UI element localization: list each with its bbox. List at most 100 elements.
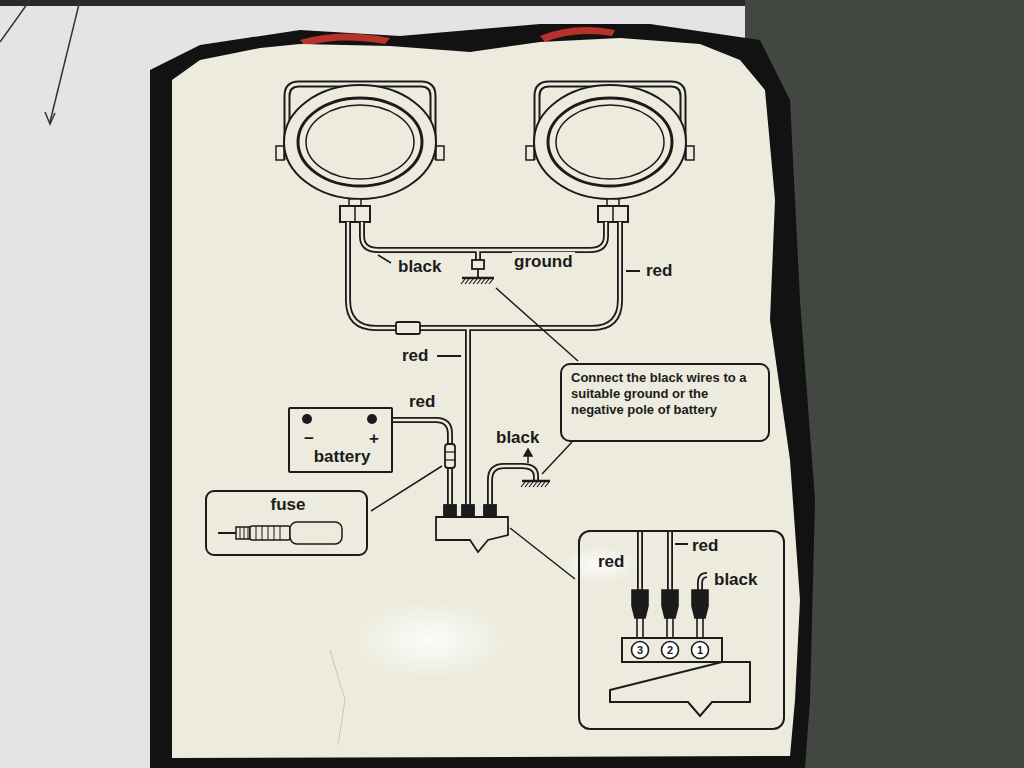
part-label: battery	[314, 447, 371, 467]
switch-detail	[610, 590, 750, 716]
illustration-part	[350, 600, 510, 680]
illustration-part	[669, 532, 671, 590]
illustration-part	[250, 526, 290, 540]
illustration-part	[418, 222, 620, 328]
illustration-part	[667, 532, 673, 590]
illustration-part	[302, 414, 312, 424]
illustration-part	[393, 420, 450, 508]
illustration-part	[354, 206, 356, 222]
callout-box: Connect the black wires to a suitable gr…	[560, 363, 770, 442]
illustration-part	[445, 451, 455, 452]
illustration-part	[484, 505, 496, 518]
illustration-part	[362, 222, 478, 250]
illustration-part	[348, 222, 398, 328]
illustration-part	[172, 38, 800, 758]
illustration-part	[0, 0, 30, 42]
illustration-part	[534, 85, 686, 199]
illustration-part	[461, 279, 493, 284]
illustration-part	[610, 662, 750, 716]
illustration-part	[697, 618, 703, 640]
illustration-part	[526, 146, 534, 160]
illustration-part	[362, 222, 478, 250]
battery-box: −+battery	[288, 407, 393, 473]
illustration-part	[667, 618, 673, 640]
illustration-part	[256, 526, 280, 540]
illustration-part	[284, 85, 436, 199]
rocker-switch	[436, 505, 508, 552]
illustration-part	[637, 618, 643, 640]
illustration-part	[622, 638, 722, 662]
fuse-picture	[218, 522, 342, 544]
illustration-part	[472, 260, 484, 269]
wire-color: red	[400, 346, 430, 366]
illustration-part	[150, 24, 815, 768]
illustration-part	[692, 642, 709, 659]
illustration-part	[306, 105, 414, 179]
illustration-part	[290, 522, 342, 544]
part-label: fuse	[271, 495, 306, 515]
wire-color: red	[644, 261, 674, 281]
wire-color: red	[692, 536, 718, 556]
illustration-part	[548, 98, 672, 186]
illustration-part	[445, 459, 455, 460]
illustration-part	[462, 505, 474, 518]
illustration-part	[522, 480, 550, 483]
illustration-part	[675, 543, 688, 545]
illustration-part	[556, 105, 664, 179]
illustration-part	[330, 650, 345, 745]
illustration-part	[0, 0, 760, 6]
terminal-number: 3	[637, 645, 643, 656]
illustration-part	[240, 527, 248, 539]
terminal-number: 1	[697, 645, 703, 656]
illustration-part	[45, 112, 55, 124]
illustration-part	[626, 270, 640, 272]
battery-terminals	[302, 414, 377, 424]
paper-sheet	[150, 24, 815, 768]
part-label: ground	[512, 252, 575, 272]
illustration-part	[639, 532, 641, 590]
terminal-sign: +	[369, 429, 379, 449]
illustration-part	[662, 590, 678, 618]
illustration-part	[496, 288, 578, 361]
wire-fittings	[396, 260, 550, 487]
illustration-part	[700, 575, 707, 590]
illustration-part	[462, 277, 494, 280]
illustration-part	[477, 269, 479, 278]
wire-color: black	[396, 257, 443, 277]
illustration-part	[50, 0, 80, 122]
illustration-part	[418, 222, 620, 328]
illustration-part	[637, 532, 643, 590]
illustration-part	[632, 642, 649, 659]
illustration-part	[662, 642, 679, 659]
illustration-part	[598, 206, 628, 222]
illustration-part	[467, 328, 469, 508]
illustration-part	[298, 98, 422, 186]
callout-note: Connect the black wires to a suitable gr…	[571, 370, 759, 418]
terminal-number: 2	[667, 645, 673, 656]
illustration-part	[686, 146, 694, 160]
illustration-part	[340, 206, 370, 222]
illustration-part	[560, 545, 640, 585]
illustration-part	[542, 442, 572, 474]
lamp-left	[276, 84, 444, 222]
illustration-part	[276, 146, 284, 160]
illustration-part	[300, 33, 390, 46]
illustration-part	[478, 222, 606, 250]
illustration-part	[436, 146, 444, 160]
illustration-part	[465, 328, 471, 508]
wire-color: red	[598, 552, 624, 572]
illustration-part	[236, 527, 250, 539]
illustration-part	[378, 255, 391, 263]
wire-color: black	[494, 428, 541, 448]
illustration-part	[436, 517, 508, 552]
illustration-part	[692, 590, 708, 618]
illustration-part	[524, 449, 532, 456]
illustration-part	[218, 532, 236, 534]
illustration-part	[700, 575, 707, 590]
lamp-right	[526, 84, 694, 222]
illustration-part	[348, 222, 398, 328]
fuse-callout-box: fuse	[205, 490, 368, 556]
illustration-part	[632, 590, 648, 618]
illustration-part	[521, 482, 549, 487]
